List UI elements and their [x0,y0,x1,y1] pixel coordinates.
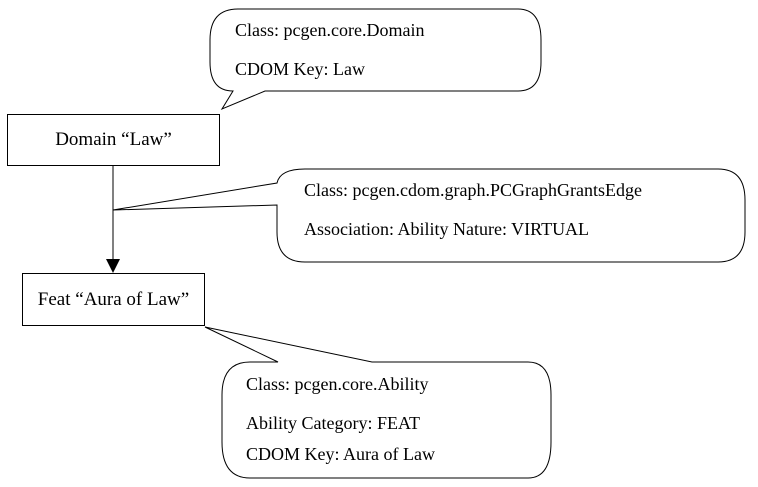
feat-callout-text: Class: pcgen.core.Ability Ability Catego… [246,375,435,463]
feat-callout-bubble [204,326,552,479]
feat-key-line: CDOM Key: Aura of Law [246,444,435,464]
domain-callout-text: Class: pcgen.core.Domain CDOM Key: Law [235,21,424,78]
feat-node: Feat “Aura of Law” [22,273,205,326]
domain-class-line: Class: pcgen.core.Domain [235,20,425,40]
domain-callout-bubble [209,8,542,111]
feat-class-line: Class: pcgen.core.Ability [246,374,429,394]
grants-edge-arrowhead [106,259,120,273]
domain-node: Domain “Law” [7,114,220,166]
feat-node-label: Feat “Aura of Law” [37,288,190,310]
edge-class-line: Class: pcgen.cdom.graph.PCGraphGrantsEdg… [304,180,642,200]
feat-category-line: Ability Category: FEAT [246,413,420,433]
domain-key-line: CDOM Key: Law [235,59,365,79]
domain-node-label: Domain “Law” [55,129,172,150]
edge-callout-text: Class: pcgen.cdom.graph.PCGraphGrantsEdg… [304,181,642,238]
edge-association-line: Association: Ability Nature: VIRTUAL [304,219,590,239]
edge-callout-bubble [112,168,746,263]
